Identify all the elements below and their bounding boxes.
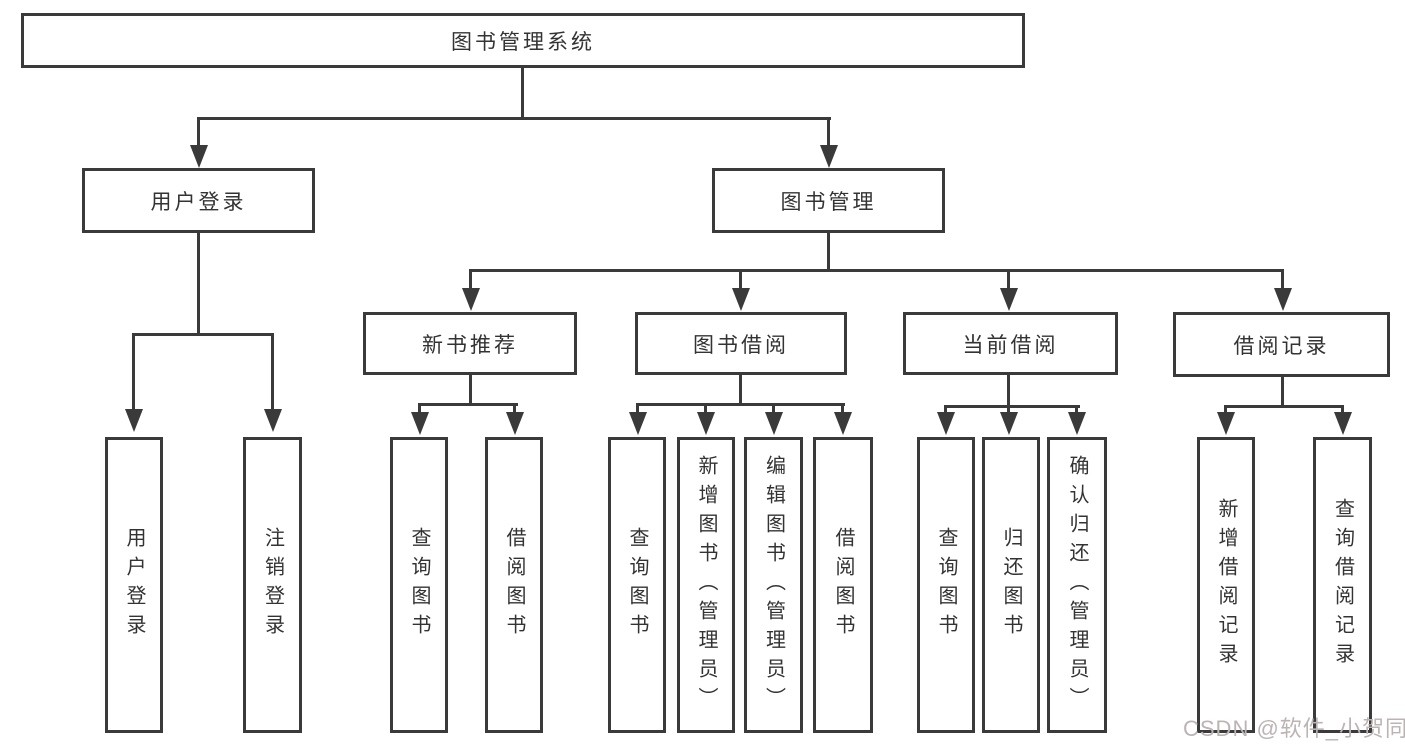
connector-line bbox=[521, 66, 524, 120]
arrow-down-icon bbox=[411, 412, 429, 435]
leaf-query-books-borrow: 查询图书 bbox=[608, 437, 666, 733]
connector-line bbox=[469, 269, 472, 290]
node-book-borrow: 图书借阅 bbox=[635, 312, 847, 375]
arrow-down-icon bbox=[937, 412, 955, 435]
connector-line bbox=[944, 405, 1080, 408]
arrow-down-icon bbox=[506, 412, 524, 435]
csdn-watermark: CSDN @软件_小贺同学 bbox=[1183, 716, 1405, 741]
leaf-query-books-recommend: 查询图书 bbox=[390, 437, 448, 733]
leaf-confirm-return-admin: 确认归还（管理员） bbox=[1047, 437, 1107, 733]
node-current-borrow: 当前借阅 bbox=[903, 312, 1118, 375]
connector-line bbox=[944, 405, 947, 415]
arrow-down-icon bbox=[1068, 412, 1086, 435]
node-borrow-records: 借阅记录 bbox=[1173, 312, 1390, 377]
arrow-down-icon bbox=[1000, 412, 1018, 435]
connector-line bbox=[1281, 375, 1284, 408]
connector-line bbox=[739, 373, 742, 406]
connector-line bbox=[197, 231, 200, 336]
arrow-down-icon bbox=[629, 412, 647, 435]
arrow-down-icon bbox=[834, 412, 852, 435]
connector-line bbox=[841, 403, 844, 415]
connector-line bbox=[197, 117, 200, 149]
connector-line bbox=[1007, 373, 1010, 408]
arrow-down-icon bbox=[732, 288, 750, 311]
arrow-down-icon bbox=[820, 145, 838, 168]
arrow-down-icon bbox=[125, 409, 143, 432]
connector-line bbox=[636, 403, 845, 406]
arrow-down-icon bbox=[1217, 412, 1235, 435]
connector-line bbox=[197, 117, 831, 120]
arrow-down-icon bbox=[765, 412, 783, 435]
leaf-add-borrow-record: 新增借阅记录 bbox=[1197, 437, 1255, 733]
connector-line bbox=[1007, 269, 1010, 290]
arrow-down-icon bbox=[264, 409, 282, 432]
leaf-edit-books-admin: 编辑图书（管理员） bbox=[744, 437, 803, 733]
connector-line bbox=[1281, 269, 1284, 290]
connector-line bbox=[772, 403, 775, 415]
connector-line bbox=[418, 403, 518, 406]
arrow-down-icon bbox=[1274, 288, 1292, 311]
leaf-add-books-admin: 新增图书（管理员） bbox=[677, 437, 735, 733]
connector-line bbox=[513, 403, 516, 415]
arrow-down-icon bbox=[462, 288, 480, 311]
connector-line bbox=[418, 403, 421, 415]
connector-line bbox=[132, 333, 274, 336]
connector-line bbox=[132, 333, 135, 410]
connector-line bbox=[827, 117, 830, 149]
connector-line bbox=[1007, 405, 1010, 415]
node-new-book-recommend: 新书推荐 bbox=[363, 312, 577, 375]
arrow-down-icon bbox=[697, 412, 715, 435]
connector-line bbox=[827, 231, 830, 272]
node-root: 图书管理系统 bbox=[21, 13, 1025, 68]
leaf-borrow-books-recommend: 借阅图书 bbox=[485, 437, 543, 733]
leaf-user-login: 用户登录 bbox=[105, 437, 163, 733]
connector-line bbox=[271, 333, 274, 410]
connector-line bbox=[469, 373, 472, 406]
connector-line bbox=[636, 403, 639, 415]
connector-line bbox=[704, 403, 707, 415]
connector-line bbox=[1224, 405, 1227, 415]
node-book-management: 图书管理 bbox=[712, 168, 945, 233]
leaf-query-books-current: 查询图书 bbox=[917, 437, 975, 733]
leaf-return-books: 归还图书 bbox=[982, 437, 1040, 733]
leaf-borrow-books: 借阅图书 bbox=[813, 437, 873, 733]
arrow-down-icon bbox=[190, 145, 208, 168]
connector-line bbox=[469, 269, 1284, 272]
connector-line bbox=[1224, 405, 1344, 408]
connector-line bbox=[739, 269, 742, 290]
node-user-login: 用户登录 bbox=[82, 168, 315, 233]
leaf-logout: 注销登录 bbox=[243, 437, 302, 733]
connector-line bbox=[1341, 405, 1344, 415]
arrow-down-icon bbox=[1000, 288, 1018, 311]
connector-line bbox=[1075, 405, 1078, 415]
arrow-down-icon bbox=[1334, 412, 1352, 435]
leaf-query-borrow-record: 查询借阅记录 bbox=[1313, 437, 1372, 733]
